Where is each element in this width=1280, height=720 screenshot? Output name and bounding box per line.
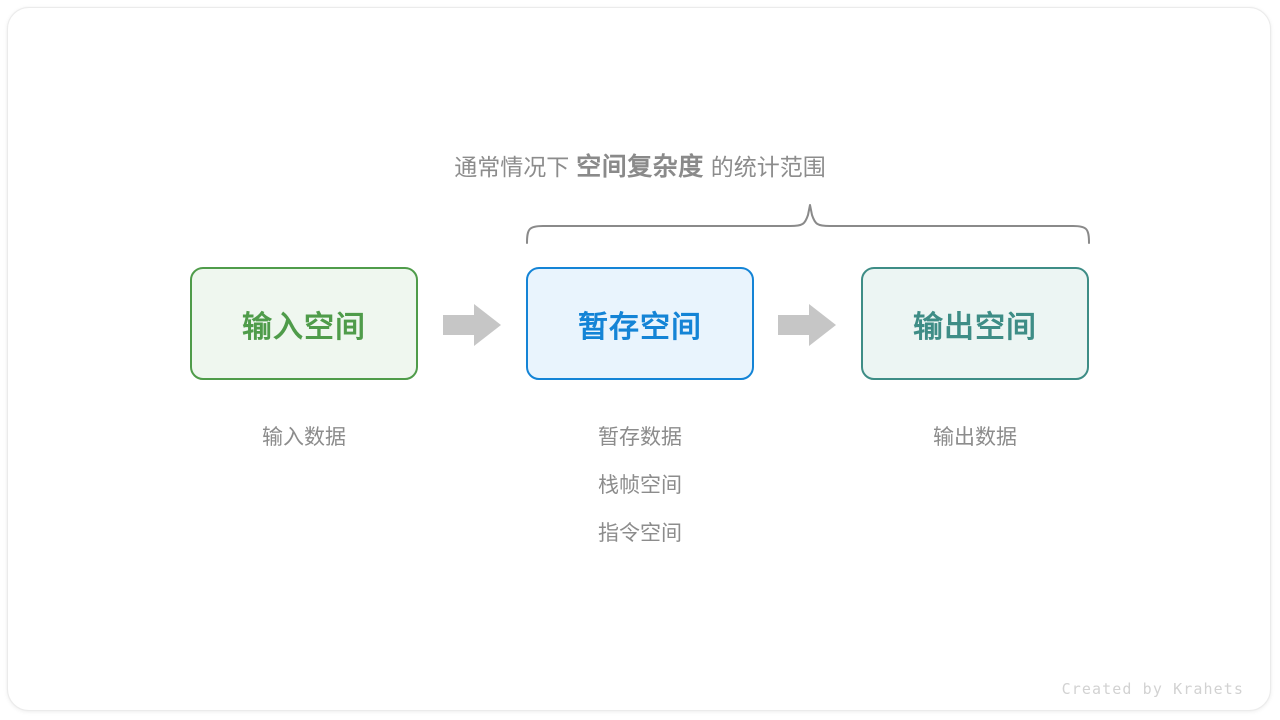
caption-temp-data: 暂存数据 (598, 426, 682, 449)
brace-icon (526, 204, 1090, 244)
caption-column-output: 输出数据 (845, 414, 1105, 462)
caption-stack-frame-space: 栈帧空间 (598, 474, 682, 497)
arrow-temp-to-output-icon (778, 304, 836, 346)
arrow-input-to-temp-icon (443, 304, 501, 346)
caption-input-data: 输入数据 (262, 426, 346, 449)
scope-brace (505, 193, 1115, 255)
box-output-space[interactable]: 输出空间 (861, 267, 1089, 380)
box-temp-space[interactable]: 暂存空间 (526, 267, 754, 380)
caption-output-data: 输出数据 (933, 426, 1017, 449)
box-temp-space-label: 暂存空间 (578, 310, 702, 344)
watermark-credit: Created by Krahets (1061, 680, 1244, 698)
box-input-space[interactable]: 输入空间 (190, 267, 418, 380)
box-output-space-label: 输出空间 (913, 310, 1037, 344)
box-input-space-label: 输入空间 (242, 310, 366, 344)
title-suffix: 的统计范围 (710, 154, 826, 180)
caption-column-temp: 暂存数据 栈帧空间 指令空间 (510, 414, 770, 558)
diagram-title: 通常情况下空间复杂度的统计范围 (0, 150, 1280, 184)
caption-column-input: 输入数据 (174, 414, 434, 462)
title-prefix: 通常情况下 (454, 154, 570, 180)
title-emphasis: 空间复杂度 (576, 153, 704, 181)
caption-instruction-space: 指令空间 (598, 522, 682, 545)
